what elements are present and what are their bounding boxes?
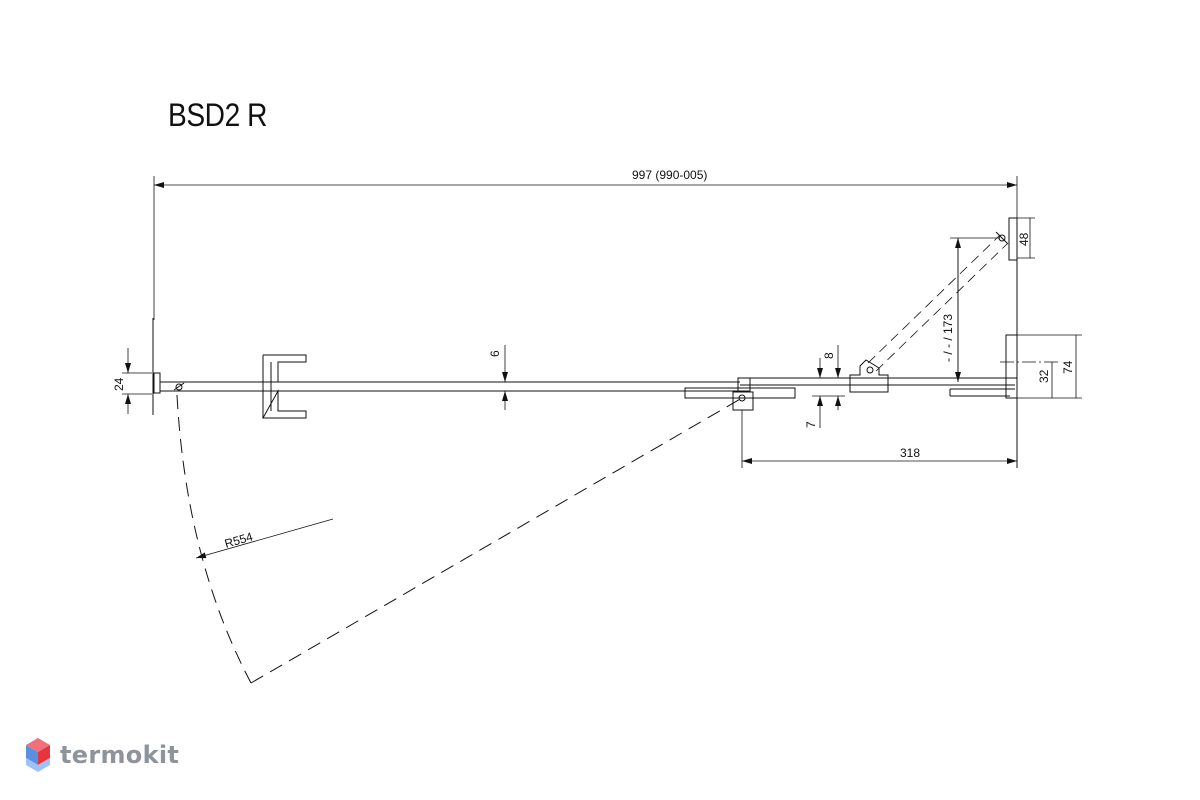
opening-label: - / - / 173 (941, 314, 955, 362)
center-joint (684, 377, 796, 411)
radius-label: R554 (223, 529, 255, 550)
fixed-panel-dimension: 318 (741, 396, 1018, 468)
logo-icon (26, 738, 50, 772)
drawing-title: BSD2 R (168, 97, 268, 133)
top-wall-bracket: 48 (1008, 217, 1035, 261)
hinge-depth-label: 48 (1017, 232, 1031, 246)
offset-dimension: 8 7 (804, 345, 845, 428)
glass-thickness-label: 6 (488, 350, 502, 357)
wall-offset-label: 32 (1037, 369, 1051, 383)
hinge-bracket (849, 359, 889, 393)
right-wall-profile (1000, 260, 1060, 468)
swung-panel (867, 231, 1009, 372)
opening-dimension: - / - / 173 (941, 237, 1000, 382)
fixed-panel-label: 318 (900, 446, 920, 460)
profile-depth-dimension: 24 (112, 348, 152, 414)
offset-low-label: 7 (804, 421, 818, 428)
left-wall-profile (152, 318, 205, 415)
profile-depth-label: 24 (112, 377, 126, 391)
door-handle (262, 354, 307, 419)
radius-dimension: R554 (195, 518, 334, 559)
glass-panel (160, 377, 1015, 397)
offset-label: 8 (822, 352, 836, 359)
overall-width-dimension: 997 (990-005) (153, 168, 1018, 320)
wall-profile-dimension: 32 74 (1017, 334, 1082, 399)
glass-thickness-dimension: 6 (488, 345, 508, 410)
overall-width-label: 997 (990-005) (632, 168, 707, 182)
logo-text: termokit (60, 741, 180, 769)
wall-profile-label: 74 (1061, 360, 1075, 374)
logo: termokit (24, 736, 179, 774)
door-swing-arc (176, 394, 743, 684)
